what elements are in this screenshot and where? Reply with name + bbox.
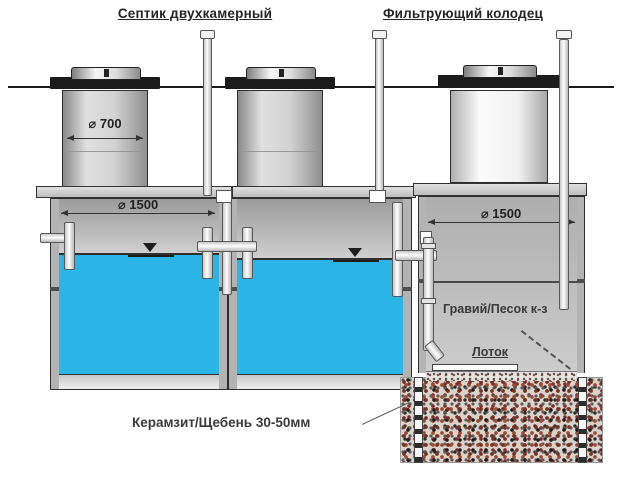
riser2-flange bbox=[225, 77, 335, 89]
tank2-headspace bbox=[237, 199, 403, 258]
vent-pipe-1-cap bbox=[200, 30, 215, 39]
down-pipe-coupling-2 bbox=[421, 298, 436, 304]
inlet-baffle-tee bbox=[64, 222, 75, 270]
riser1-joint-line bbox=[64, 151, 146, 152]
backfill-label: Керамзит/Щебень 30-50мм bbox=[132, 415, 311, 430]
well-down-pipe bbox=[423, 237, 434, 351]
gravel-bed bbox=[400, 377, 603, 463]
well-riser-flange bbox=[438, 75, 560, 88]
well-right-joint-tick bbox=[577, 279, 585, 283]
tank2-wall-joint-tick bbox=[403, 287, 412, 291]
riser2-manhole-cover bbox=[246, 67, 316, 80]
water-level-marker-1 bbox=[143, 243, 157, 252]
tank2-floor bbox=[237, 374, 403, 389]
outlet-pipe-fitting bbox=[369, 190, 386, 203]
well-dimension-line bbox=[428, 219, 575, 225]
vent-pipe-2 bbox=[375, 38, 384, 192]
vent-pipe-3-cap bbox=[556, 30, 572, 39]
riser-diameter-label: ⌀ 700 bbox=[88, 116, 122, 131]
crossover-baffle-left bbox=[202, 227, 213, 279]
riser-chamber2 bbox=[237, 90, 323, 188]
riser-dimension-line bbox=[67, 135, 143, 141]
outlet-pipe-to-well bbox=[395, 250, 437, 261]
down-pipe-coupling-1 bbox=[421, 243, 436, 249]
tray-label: Лоток bbox=[472, 345, 508, 359]
filter-well-title: Фильтрующий колодец bbox=[382, 6, 544, 21]
water-level-line-1 bbox=[128, 255, 174, 257]
tank2-water bbox=[237, 258, 403, 374]
riser1-manhole-cover bbox=[71, 67, 141, 80]
vent-pipe-1 bbox=[203, 38, 212, 196]
tank1-headspace bbox=[59, 199, 219, 253]
well-left-joint-tick bbox=[418, 279, 426, 283]
well-top-slab bbox=[413, 183, 587, 196]
well-interior bbox=[426, 197, 577, 372]
tank1-water bbox=[59, 253, 219, 374]
septic-dimension-line bbox=[61, 210, 215, 216]
crossover-pipe bbox=[197, 241, 257, 252]
vent-pipe-2-cap bbox=[372, 30, 387, 39]
well-bottom-gravel-layer bbox=[426, 371, 577, 381]
tray-bar bbox=[432, 364, 518, 371]
well-joint-line bbox=[426, 281, 577, 283]
gravel-sand-label: Гравий/Песок к-з bbox=[443, 302, 548, 316]
outlet-baffle-pipe bbox=[392, 202, 403, 297]
tank1-floor bbox=[59, 374, 219, 389]
septic-tank-title: Септик двухкамерный bbox=[117, 6, 273, 21]
water-level-marker-2 bbox=[348, 248, 362, 257]
riser2-joint-line bbox=[239, 151, 321, 152]
well-wall-extension-left bbox=[414, 377, 423, 463]
water-level-line-2 bbox=[333, 260, 379, 262]
tank1-wall-joint-tick bbox=[50, 287, 59, 291]
crossover-baffle-right bbox=[242, 227, 253, 279]
riser1-flange bbox=[50, 77, 160, 89]
riser-filter-well bbox=[450, 90, 548, 183]
vent-pipe-3 bbox=[559, 39, 569, 310]
tank2-top-slab bbox=[232, 186, 416, 198]
well-riser-manhole-cover bbox=[463, 65, 537, 78]
riser-chamber1 bbox=[62, 90, 148, 188]
well-diameter-label: ⌀ 1500 bbox=[480, 206, 522, 221]
septic-diameter-label: ⌀ 1500 bbox=[117, 197, 159, 212]
well-wall-extension-right bbox=[578, 377, 587, 463]
